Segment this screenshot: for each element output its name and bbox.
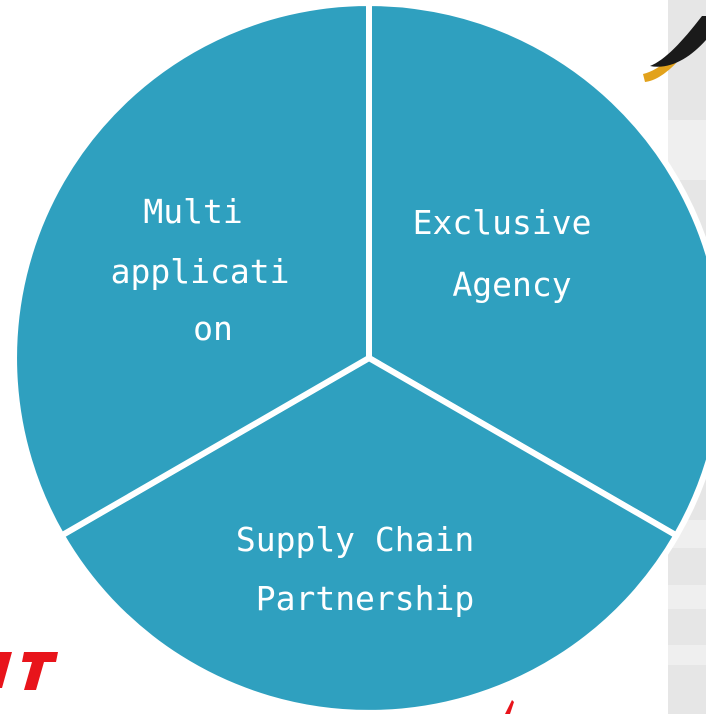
segment-exclusive-agency <box>366 0 706 539</box>
segment-label-line: on <box>193 309 233 348</box>
segment-label-supply-chain-partnership: Supply Chain Partnership <box>236 520 494 618</box>
segment-label-line: Multi <box>143 192 242 231</box>
segment-multi-application <box>11 0 372 539</box>
segment-label-line: Exclusive <box>413 203 592 242</box>
red-brand-logo-icon <box>0 652 58 690</box>
segment-label-exclusive-agency: Exclusive Agency <box>413 203 612 304</box>
segment-label-line: applicati <box>111 252 290 291</box>
background-band <box>668 585 706 609</box>
background-band <box>668 120 706 180</box>
background-band <box>668 645 706 665</box>
segment-label-line: Supply Chain <box>236 520 474 559</box>
swoosh-logo-icon <box>643 16 706 82</box>
segment-supply-chain-partnership <box>58 355 680 714</box>
segment-label-line: Partnership <box>256 579 475 618</box>
segment-label-line: Agency <box>452 265 571 304</box>
segment-label-multi-application: Multi applicati on <box>111 192 310 348</box>
red-mark-icon <box>505 700 514 714</box>
